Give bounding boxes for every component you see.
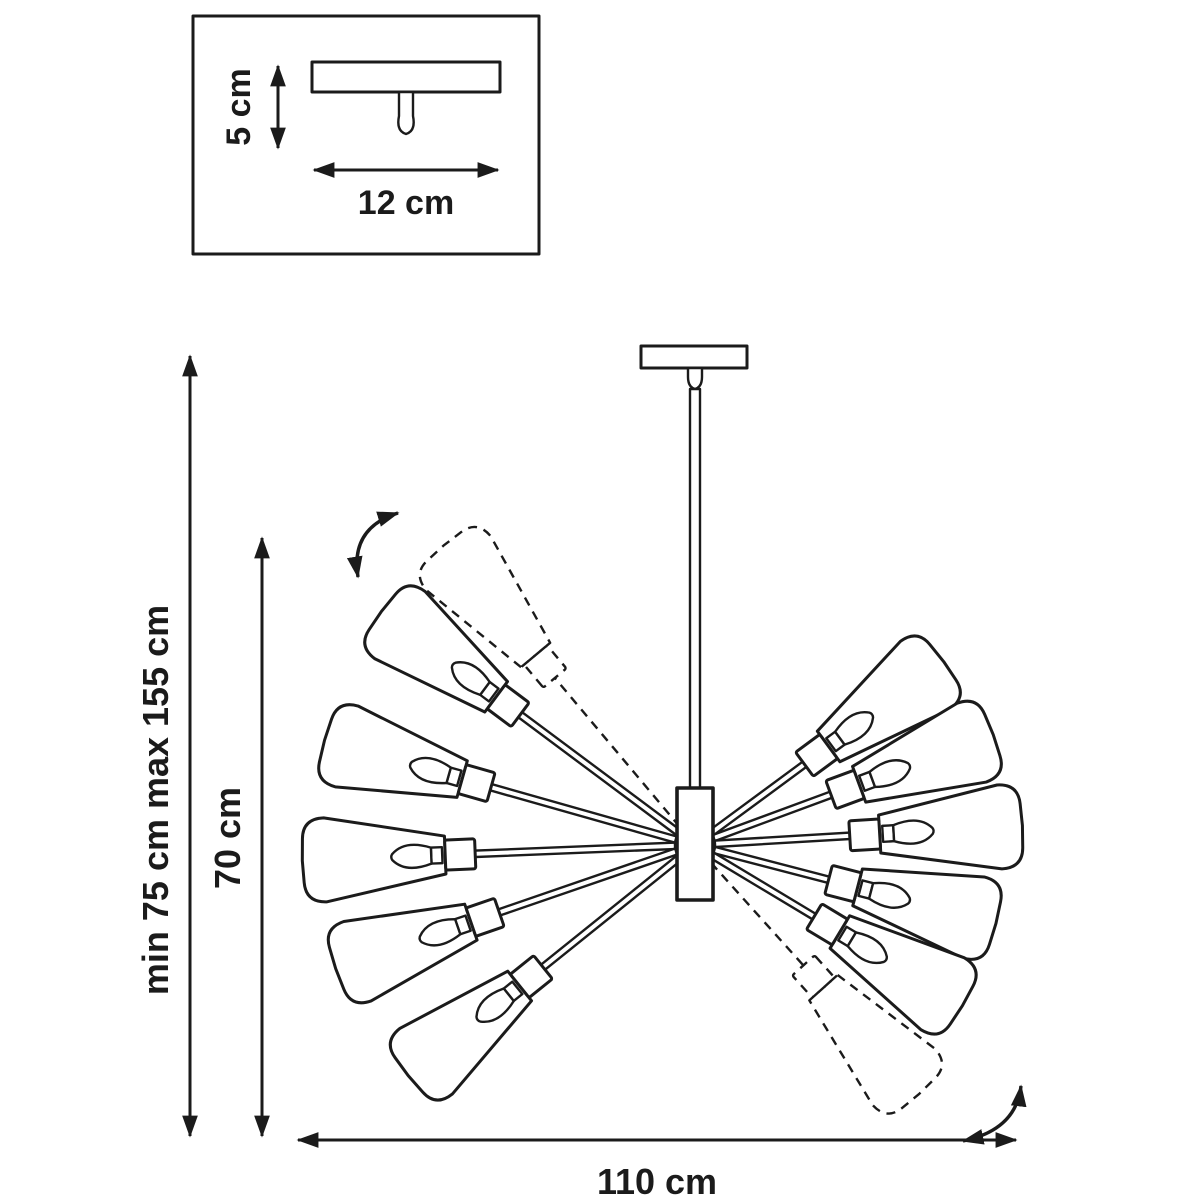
canopy-width-label: 12 cm [358, 184, 454, 222]
canopy-height-label: 5 cm [220, 68, 258, 146]
rotation-arrow-upper-left [346, 511, 400, 579]
central-hub [675, 786, 715, 902]
suspension-height-label: min 75 cm max 155 cm [135, 605, 176, 995]
dimension-annotations: min 75 cm max 155 cm 70 cm 110 cm [135, 354, 1018, 1200]
chandelier-arm-right-3 [713, 782, 1027, 880]
fixture-width-label: 110 cm [597, 1161, 717, 1200]
canopy-stem [397, 90, 415, 136]
canopy-plate [310, 60, 502, 94]
chandelier-arm-left-3 [299, 810, 677, 905]
ceiling-canopy [639, 344, 749, 370]
lamp-shade-assembly [299, 810, 479, 905]
fixture-height-label: 70 cm [207, 787, 248, 889]
rotation-arrow-lower-right [961, 1084, 1027, 1145]
ghost-arm-upper-left [410, 517, 681, 828]
ghost-arm-lower-right [710, 862, 952, 1124]
canopy-connector [686, 366, 704, 391]
suspension-rod [688, 387, 702, 791]
canopy-inset: 5 cm 12 cm [191, 14, 541, 256]
chandelier-drawing [299, 344, 1027, 1145]
inset-frame [191, 14, 541, 256]
chandelier-arm-left-1 [354, 576, 683, 837]
lamp-shade-assembly [311, 698, 504, 830]
